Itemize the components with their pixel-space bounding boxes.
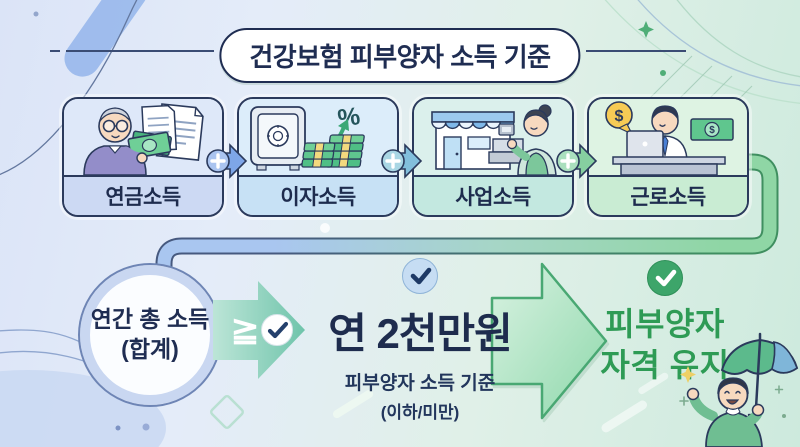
- page-title: 건강보험 피부양자 소득 기준: [219, 28, 581, 83]
- threshold-note: (이하/미만): [380, 403, 460, 422]
- pension-income-illustration: [64, 99, 222, 175]
- card-label: 사업소득: [414, 175, 572, 215]
- result-arrow: [490, 262, 608, 420]
- total-income-circle: 연간 총 소득 (합계): [78, 263, 222, 407]
- card-interest-income: %: [237, 97, 399, 217]
- result-line2: 자격 유지: [600, 346, 730, 383]
- card-business-income: 사업소득: [412, 97, 574, 217]
- plus-arrow-icon: [556, 139, 600, 183]
- business-income-illustration: [414, 99, 572, 175]
- comparison-arrow: [213, 281, 305, 379]
- checkmark-icon: [402, 258, 438, 294]
- checkmark-icon: [647, 260, 683, 296]
- total-income-line2: (합계): [121, 336, 179, 362]
- header-line-right: [586, 50, 686, 52]
- card-earned-income: $ $ 근로소득: [587, 97, 749, 217]
- plus-arrow-icon: [381, 139, 425, 183]
- plus-arrow-icon: [206, 139, 250, 183]
- person-with-umbrella-illustration: [679, 332, 799, 447]
- earned-income-illustration: $ $: [589, 99, 747, 175]
- result-block: 피부양자 자격 유지: [598, 260, 732, 386]
- card-label: 근로소득: [589, 175, 747, 215]
- card-label: 이자소득: [239, 175, 397, 215]
- threshold-amount: 연 2천만원: [328, 310, 513, 357]
- card-label: 연금소득: [64, 175, 222, 215]
- total-income-line1: 연간 총 소득: [90, 306, 210, 333]
- threshold-caption: 피부양자 소득 기준: [344, 373, 496, 394]
- svg-text:%: %: [336, 102, 362, 133]
- result-line1: 피부양자: [605, 306, 725, 342]
- header-line-left: [66, 50, 214, 52]
- svg-text:$: $: [709, 125, 715, 136]
- svg-text:$: $: [615, 108, 624, 125]
- card-pension-income: 연금소득: [62, 97, 224, 217]
- header-line-left-dash: [50, 50, 60, 52]
- interest-income-illustration: %: [239, 99, 397, 175]
- greater-or-equal-icon: ≧: [230, 311, 260, 349]
- threshold-block: 연 2천만원 피부양자 소득 기준 (이하/미만): [320, 258, 520, 423]
